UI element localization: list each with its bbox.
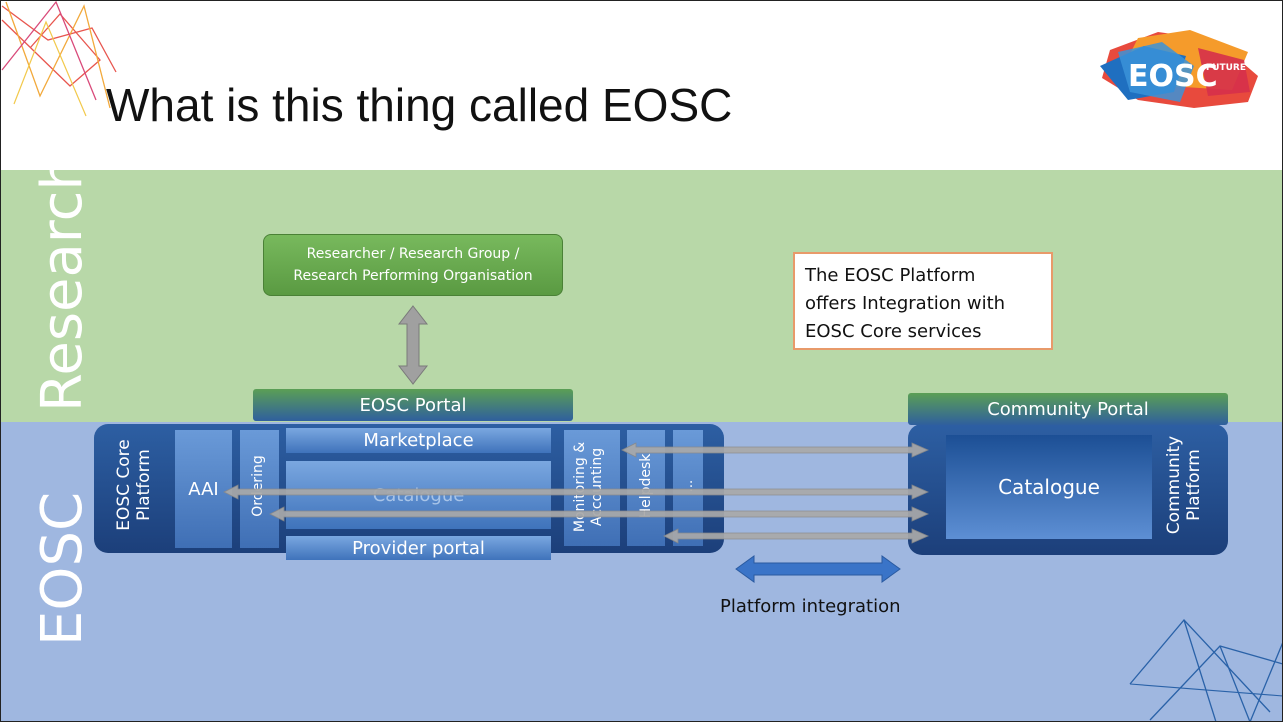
- corner-decoration-bottom-right: [1129, 619, 1283, 722]
- researcher-line-1: Researcher / Research Group /: [306, 246, 520, 262]
- platform-integration-label: Platform integration: [720, 596, 901, 617]
- slide-title: What is this thing called EOSC: [106, 79, 733, 131]
- research-band: [0, 170, 1283, 422]
- eosc-future-logo: EOSC FUTURE: [1100, 30, 1258, 108]
- note-box: The EOSC Platform offers Integration wit…: [793, 252, 1053, 350]
- aai-column: AAI: [175, 430, 232, 548]
- aai-label: AAI: [188, 478, 219, 500]
- monitoring-column: [564, 430, 620, 546]
- note-line-3: EOSC Core services: [805, 321, 982, 342]
- arrow-helpdesk: [663, 528, 929, 544]
- arrow-monitoring: [621, 442, 929, 458]
- logo-subtext: FUTURE: [1206, 63, 1246, 73]
- arrow-ordering: [269, 506, 929, 522]
- researcher-line-2: Research Performing Organisation: [293, 268, 533, 284]
- eosc-portal-bar: EOSC Portal: [253, 389, 573, 421]
- provider-portal-bar: Provider portal: [286, 536, 551, 560]
- corner-decoration-top-left: [1, 0, 117, 117]
- researcher-box: Researcher / Research Group / Research P…: [263, 234, 563, 296]
- vertical-double-arrow: [397, 305, 429, 385]
- note-line-1: The EOSC Platform: [805, 265, 976, 286]
- marketplace-bar: Marketplace: [286, 428, 551, 453]
- community-catalogue: Catalogue: [946, 435, 1152, 539]
- platform-integration-arrow: [735, 555, 901, 583]
- community-portal-bar: Community Portal: [908, 393, 1228, 425]
- logo-text: EOSC: [1128, 59, 1218, 94]
- arrow-aai: [223, 484, 929, 500]
- note-line-2: offers Integration with: [805, 293, 1006, 314]
